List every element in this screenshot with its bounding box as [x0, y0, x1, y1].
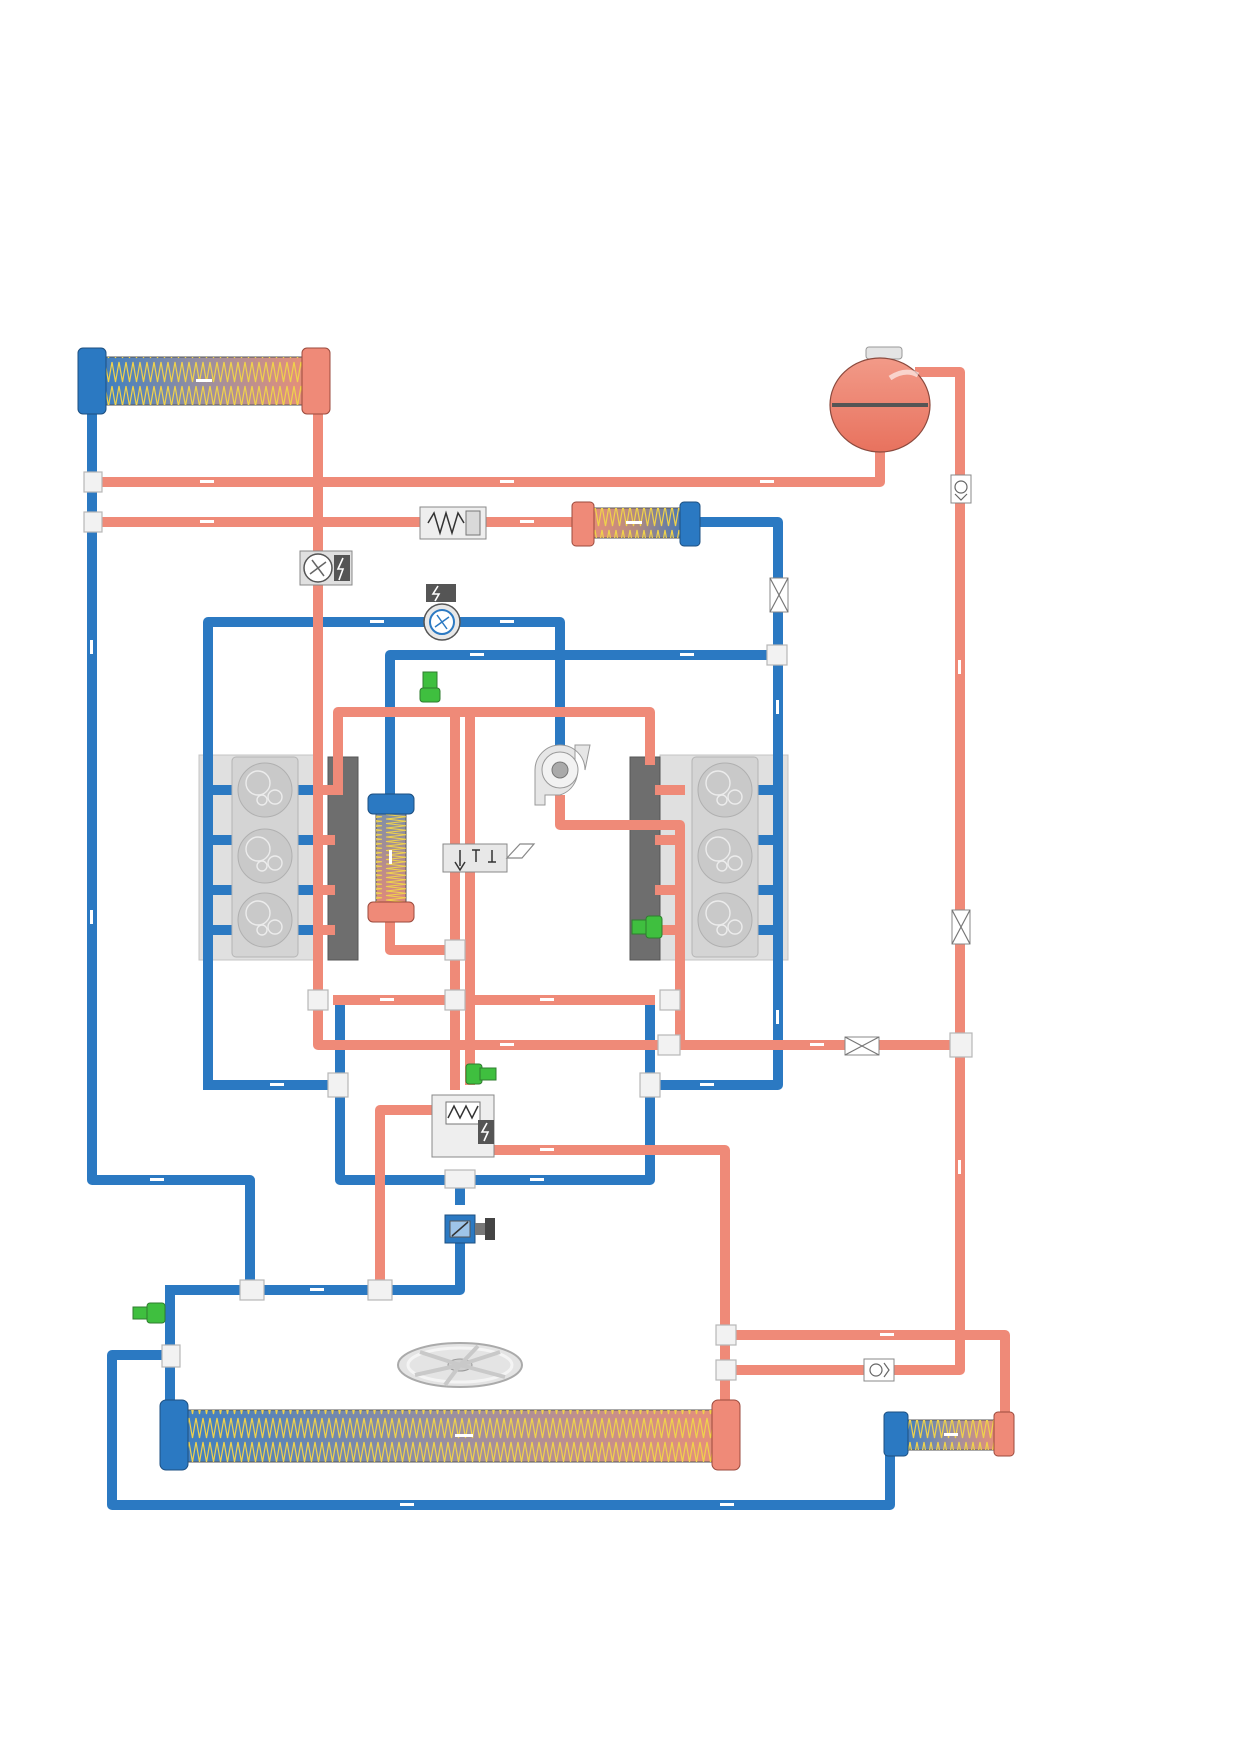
mechanical-water-pump — [534, 744, 591, 806]
lightning-icon — [480, 1122, 490, 1142]
electric-pump-upper — [423, 584, 461, 641]
restrictor-icon — [951, 909, 971, 945]
main-radiator — [159, 1399, 741, 1471]
flow-arrows — [90, 480, 961, 1506]
coolant-circuit-diagram — [77, 346, 1015, 1510]
fan-icon — [309, 559, 327, 577]
solenoid-valve — [442, 843, 536, 873]
thermostat — [419, 506, 487, 540]
fan-icon — [434, 614, 450, 630]
heater-element — [431, 1094, 495, 1158]
vertical-cooler — [367, 793, 415, 923]
temperature-sensor-icon — [465, 1063, 497, 1085]
lightning-icon — [431, 585, 441, 602]
restrictors — [769, 577, 971, 1056]
check-valve — [863, 474, 972, 1382]
temperature-sensor-icon — [132, 1302, 166, 1324]
turbo-cooler — [571, 501, 701, 547]
radiator-fan — [397, 1342, 523, 1388]
check-valve-icon — [863, 1358, 895, 1382]
bottom-right-radiator — [883, 1411, 1015, 1457]
cylinder-bank-right — [691, 756, 759, 958]
hot-coolant-lines — [87, 367, 1010, 1425]
temperature-sensor-icon — [419, 671, 441, 703]
temperature-sensor-icon — [631, 915, 663, 939]
pipe-connectors — [83, 471, 973, 1381]
lightning-icon — [336, 557, 345, 581]
check-valve-icon — [950, 474, 972, 504]
restrictor-icon — [769, 577, 789, 613]
expansion-tank — [829, 346, 931, 453]
cylinder-bank-left — [231, 756, 299, 958]
spring-icon — [427, 510, 465, 536]
electric-pump-left — [299, 550, 353, 586]
three-way-valve — [444, 1214, 495, 1244]
temperature-sensors — [132, 671, 663, 1324]
spring-icon — [447, 1104, 479, 1120]
top-left-radiator — [77, 347, 331, 415]
restrictor-icon — [844, 1036, 880, 1056]
